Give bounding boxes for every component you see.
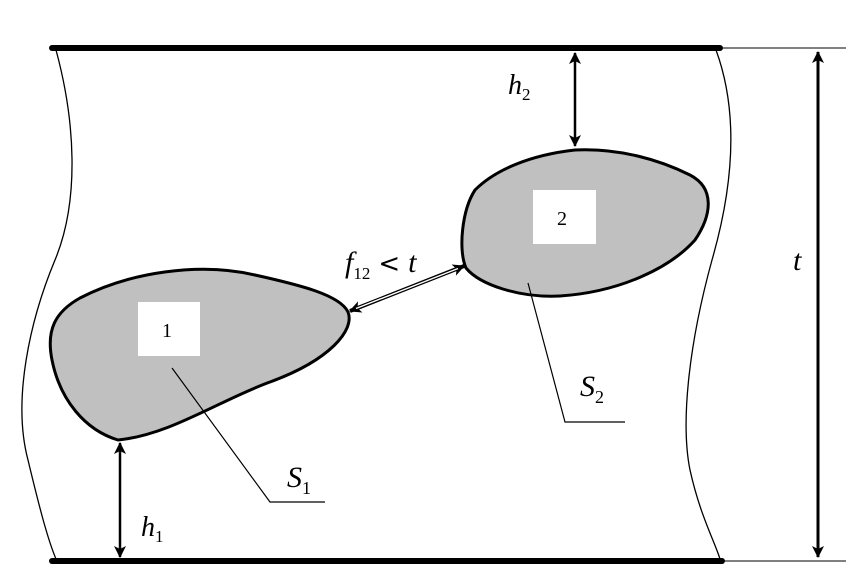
- s1-leader-line: [171, 367, 325, 503]
- s1-label: S1: [287, 461, 311, 498]
- s2-leader-line: [527, 282, 625, 423]
- right-wavy-edge: [685, 49, 732, 560]
- grain-2-label: 2: [557, 208, 567, 230]
- grain-1-label-box: [138, 302, 200, 356]
- s2-label: S2: [580, 370, 604, 407]
- f12-distance-arrow-inner: [355, 267, 459, 310]
- h2-label: h2: [508, 70, 531, 104]
- left-wavy-edge: [21, 49, 73, 560]
- h1-label: h1: [141, 512, 164, 546]
- grain-1-label: 1: [162, 320, 172, 342]
- grain-2-label-box: [533, 190, 596, 244]
- f12-label: f12<t: [345, 246, 417, 283]
- t-label: t: [793, 244, 802, 277]
